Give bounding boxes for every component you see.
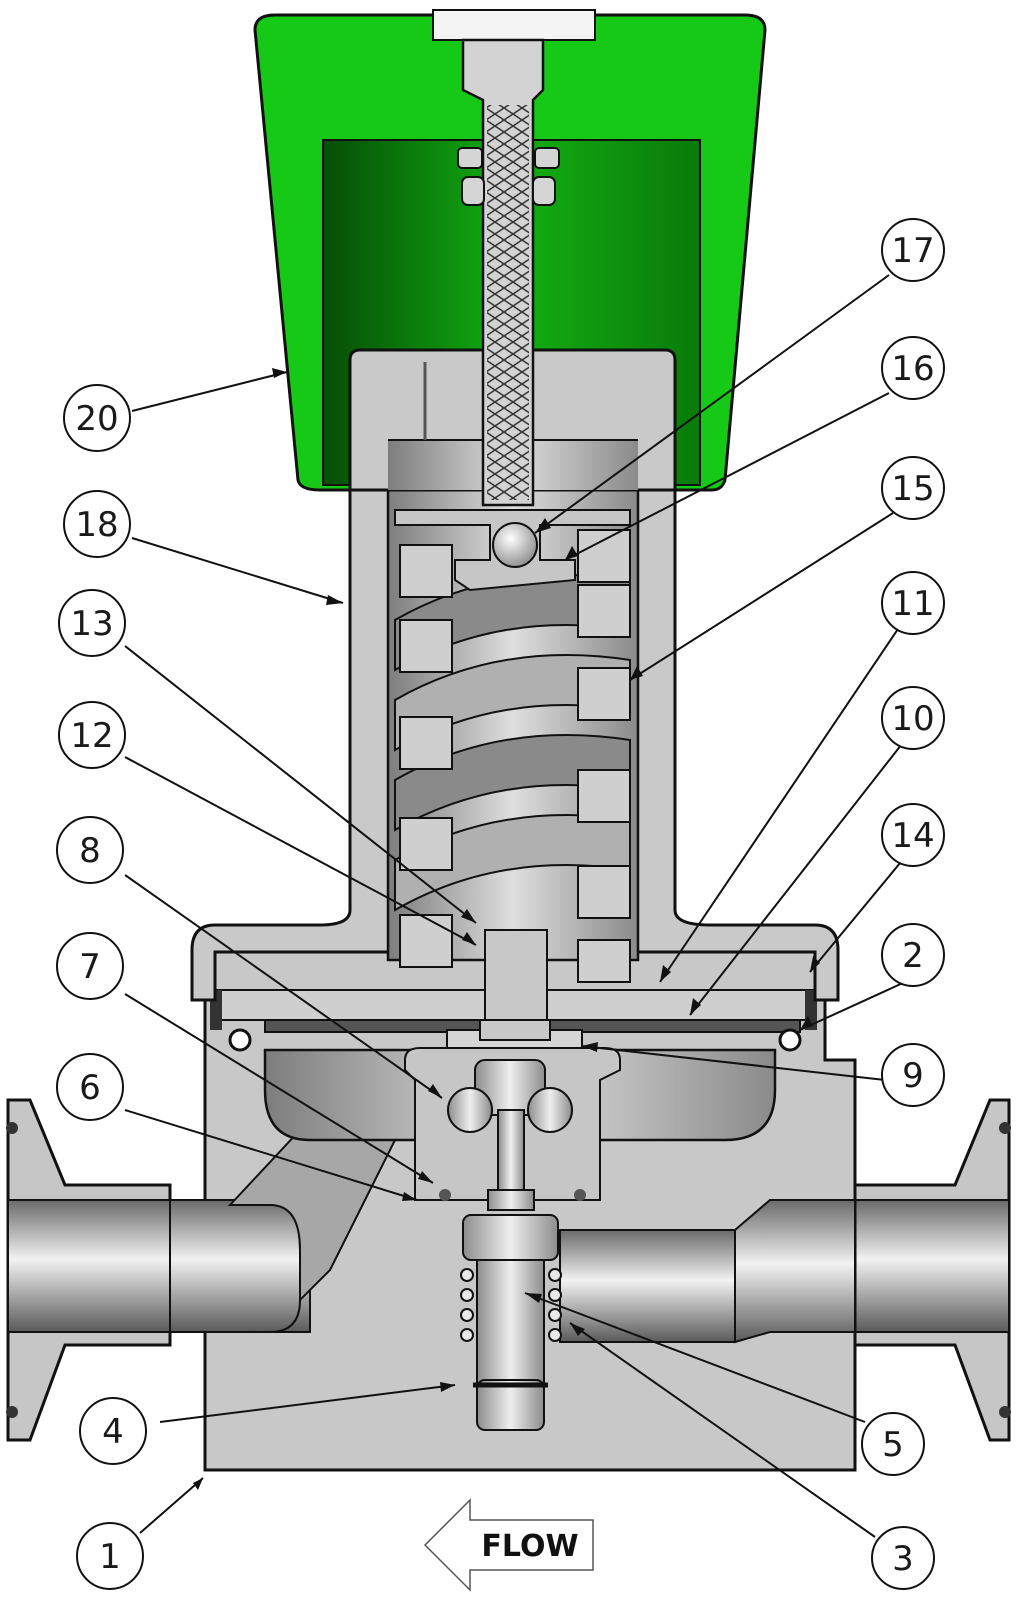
callout-label: 11: [891, 584, 934, 624]
callout-label: 9: [902, 1056, 924, 1096]
callout-label: 2: [902, 936, 924, 976]
leader-lines: [124, 274, 906, 1538]
callout-label: 14: [891, 816, 934, 856]
callout-label: 4: [102, 1412, 124, 1452]
callout-label: 16: [891, 349, 934, 389]
spring: [394, 529, 631, 983]
callout-label: 5: [882, 1425, 904, 1465]
callout-label: 15: [891, 469, 934, 509]
callout-9: 9: [881, 1043, 945, 1107]
callout-5: 5: [861, 1412, 925, 1476]
callout-20: 20: [63, 384, 131, 452]
flow-arrow: FLOW: [423, 1498, 594, 1592]
stem-and-poppet-assembly: [404, 929, 621, 1431]
callout-label: 20: [75, 399, 118, 439]
callout-2: 2: [881, 923, 945, 987]
callout-16: 16: [881, 336, 945, 400]
callout-4: 4: [79, 1397, 147, 1465]
adjusting-screw: [457, 38, 560, 507]
spring-button: [394, 509, 631, 592]
callout-label: 1: [99, 1537, 121, 1577]
callout-label: 6: [79, 1068, 101, 1108]
inlet-outlet-pipes: [6, 1098, 1011, 1442]
leader-arrowheads: [193, 368, 820, 1490]
callout-14: 14: [881, 803, 945, 867]
callout-12: 12: [58, 701, 126, 769]
callout-label: 10: [891, 699, 934, 739]
callout-10: 10: [881, 686, 945, 750]
flow-label: FLOW: [481, 1529, 578, 1564]
callout-label: 18: [75, 505, 118, 545]
callout-6: 6: [56, 1053, 124, 1121]
callout-label: 12: [70, 716, 113, 756]
callout-15: 15: [881, 456, 945, 520]
callout-label: 7: [79, 947, 101, 987]
callout-8: 8: [56, 816, 124, 884]
callout-label: 3: [892, 1539, 914, 1579]
callout-13: 13: [58, 589, 126, 657]
callout-label: 17: [891, 231, 934, 271]
callout-18: 18: [63, 490, 131, 558]
callout-7: 7: [56, 932, 124, 1000]
callout-3: 3: [871, 1526, 935, 1590]
callout-label: 13: [70, 604, 113, 644]
callout-label: 8: [79, 831, 101, 871]
callout-17: 17: [881, 218, 945, 282]
callout-1: 1: [76, 1522, 144, 1590]
callout-11: 11: [881, 571, 945, 635]
